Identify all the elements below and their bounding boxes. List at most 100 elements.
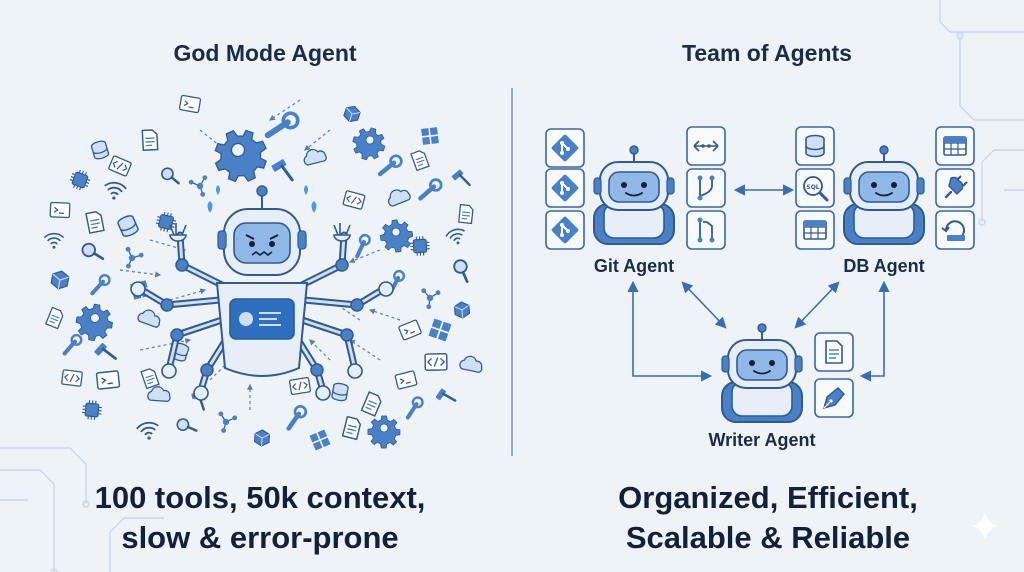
sql-icon: [341, 415, 363, 441]
cloud-icon: [146, 385, 172, 403]
terminal-icon: [49, 201, 71, 219]
code-icon: [60, 369, 84, 387]
cube-icon: [453, 300, 471, 320]
chaos-arrow: [368, 308, 401, 321]
hammer-icon: [449, 166, 471, 189]
chaos-arrow: [309, 339, 331, 361]
wifi-icon: [444, 226, 469, 248]
table-icon: [935, 126, 975, 166]
gear-icon: [348, 123, 390, 165]
right-caption: Organized, Efficient, Scalable & Reliabl…: [568, 478, 968, 558]
code-icon: [107, 154, 133, 178]
chaos-arrow: [269, 99, 301, 121]
git-icon: [545, 168, 585, 208]
sparkle-icon: [971, 512, 999, 540]
chaos-arrow: [348, 249, 381, 264]
database-icon: [116, 213, 140, 239]
gear-icon: [367, 415, 401, 449]
right-caption-line1: Organized, Efficient,: [618, 480, 918, 515]
git-icon: [545, 210, 585, 250]
hammer-icon: [90, 338, 117, 366]
window-icon: [421, 127, 439, 145]
search-icon: [449, 257, 475, 283]
sql-icon: [45, 306, 65, 330]
left-caption: 100 tools, 50k context, slow & error-pro…: [60, 478, 460, 558]
db-agent: SQL: [795, 126, 975, 250]
wifi-icon: [43, 232, 65, 250]
backup-icon: [935, 210, 975, 250]
sql-icon: [410, 148, 430, 172]
wrench-icon: [420, 179, 441, 200]
database-icon: [330, 381, 350, 403]
chaos-arrow: [119, 269, 162, 278]
db-agent-label: DB Agent: [843, 256, 925, 276]
god-mode-robot: [130, 185, 394, 401]
writer-agent: [721, 323, 854, 423]
wrench-icon: [63, 335, 82, 354]
chaos-arrow: [209, 359, 231, 381]
chip-icon: [81, 399, 103, 421]
terminal-icon: [397, 319, 423, 341]
cube-icon: [253, 429, 271, 447]
window-icon: [309, 429, 331, 451]
code-icon: [342, 189, 366, 211]
document-icon: [360, 391, 384, 417]
pen-icon: [92, 275, 110, 293]
cloud-icon: [136, 306, 164, 329]
git-merge-icon: [686, 168, 726, 208]
network-icon: [187, 174, 214, 201]
writer-agent-label: Writer Agent: [708, 430, 816, 450]
document-icon: [814, 332, 854, 372]
git-icon: [545, 128, 585, 168]
sql-icon: [458, 203, 474, 225]
window-icon: [428, 318, 452, 342]
left-caption-line1: 100 tools, 50k context,: [94, 480, 426, 515]
wrench-icon: [351, 234, 374, 257]
document-icon: [141, 129, 159, 151]
code-compare-icon: [686, 126, 726, 166]
tool-icon-cluster: [43, 94, 485, 451]
wrench-icon: [268, 109, 299, 140]
chaos-arrow: [349, 339, 381, 361]
document-icon: [85, 210, 105, 234]
database-icon: [90, 139, 110, 161]
search-icon: [79, 239, 105, 265]
wifi-icon: [102, 180, 128, 203]
network-icon: [213, 410, 239, 437]
pen-icon: [285, 405, 308, 428]
left-title: God Mode Agent: [173, 40, 357, 66]
gear-icon: [205, 120, 276, 192]
search-icon: [174, 414, 198, 438]
pen-icon: [380, 154, 402, 176]
wifi-icon: [135, 420, 161, 443]
hammer-icon: [269, 157, 294, 182]
db-robot: [843, 145, 925, 245]
code-icon: [424, 352, 448, 372]
sql-search-icon: SQL: [795, 168, 835, 208]
cloud-icon: [384, 185, 412, 208]
gear-icon: [378, 217, 415, 255]
svg-text:SQL: SQL: [806, 184, 819, 191]
search-icon: [160, 166, 180, 186]
document-icon: [140, 366, 160, 390]
git-robot: [593, 145, 675, 245]
plug-icon: [935, 168, 975, 208]
right-caption-line2: Scalable & Reliable: [625, 520, 911, 555]
git-agent-label: Git Agent: [593, 256, 675, 276]
pen-nib-icon: [814, 378, 854, 418]
agent-connections: [627, 184, 890, 382]
chaos-arrow: [199, 129, 226, 151]
chaos-arrow: [139, 337, 192, 351]
chaos-arrow: [169, 288, 207, 301]
right-title: Team of Agents: [682, 40, 852, 66]
cube-icon: [342, 103, 362, 125]
left-caption-line2: slow & error-prone: [121, 520, 399, 555]
cube-icon: [49, 268, 71, 292]
git-agent: [545, 126, 726, 250]
network-icon: [118, 245, 145, 273]
chip-icon: [67, 167, 93, 193]
terminal-icon: [394, 370, 418, 390]
